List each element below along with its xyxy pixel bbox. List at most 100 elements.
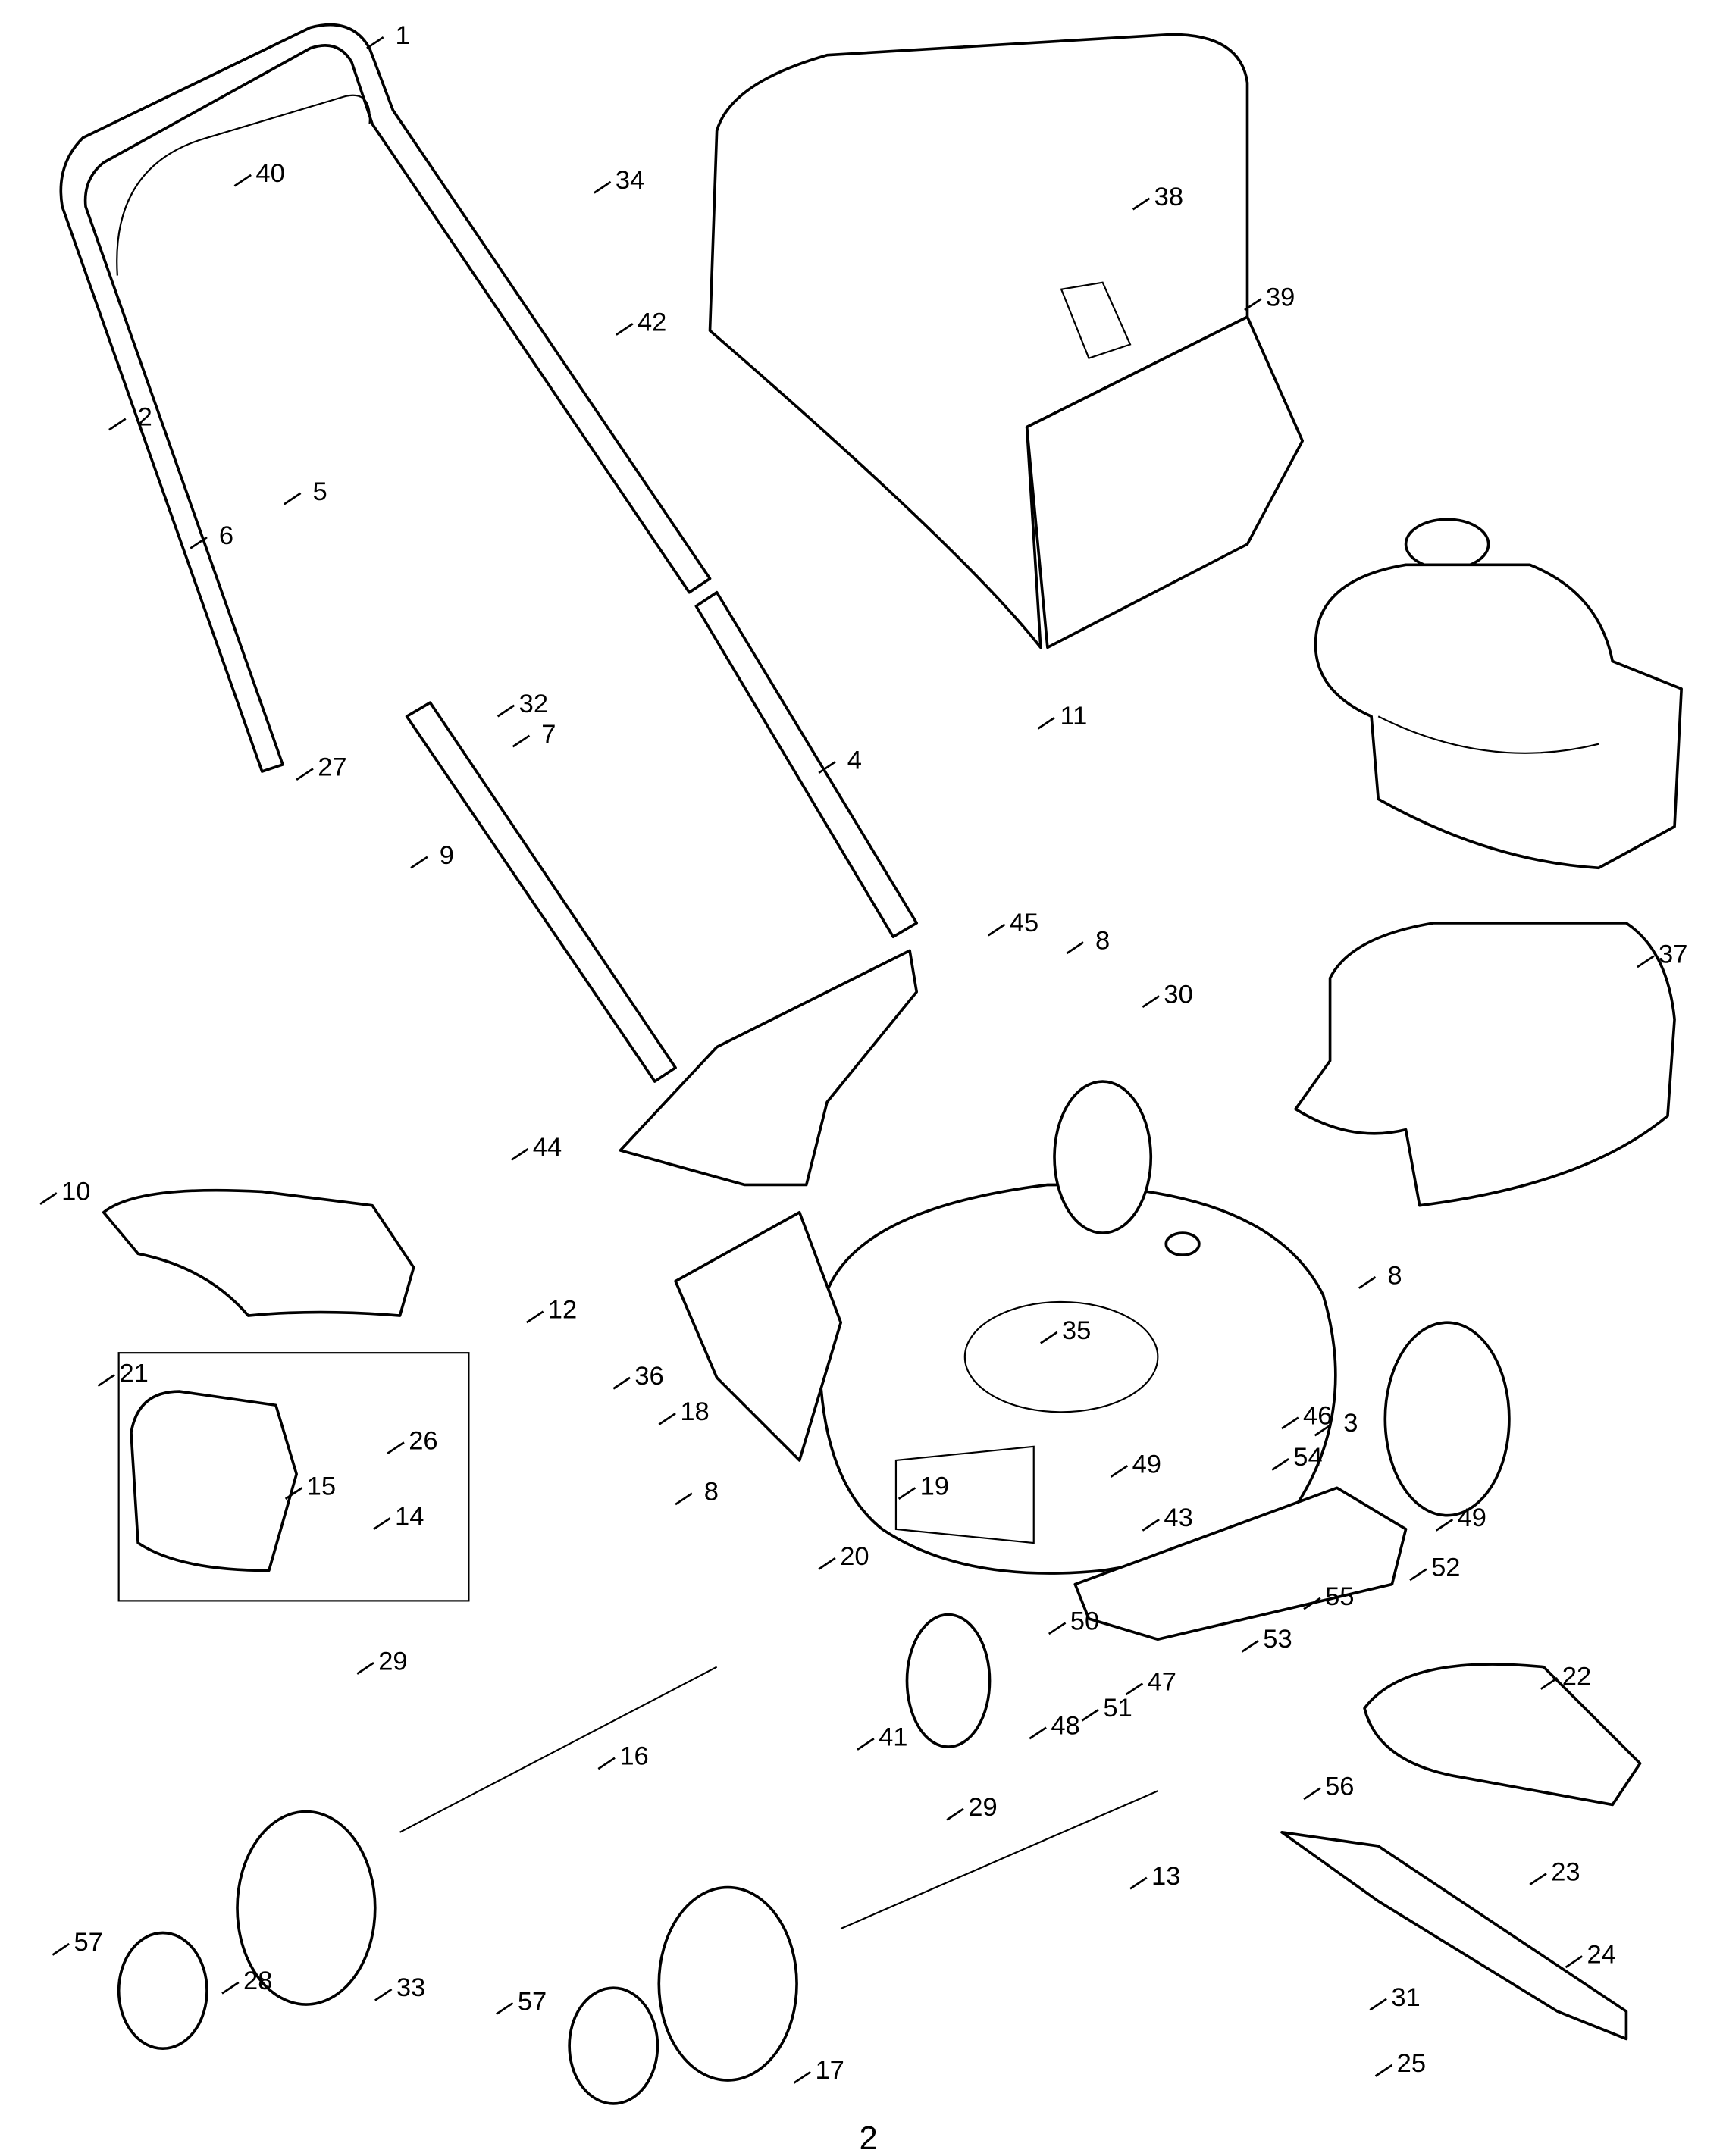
part-callout: 33	[396, 1973, 425, 2002]
leader-line	[1314, 1423, 1333, 1437]
leader-line	[1040, 1331, 1058, 1344]
leader-line	[594, 180, 612, 194]
leader-line	[366, 36, 384, 49]
front-wheel	[236, 1810, 377, 2006]
part-callout: 55	[1325, 1582, 1354, 1611]
front-axle	[399, 1666, 718, 1833]
leader-line	[221, 1981, 240, 1995]
side-discharge-chute	[102, 1188, 415, 1317]
part-callout: 46	[1303, 1402, 1332, 1431]
leader-line	[1037, 716, 1055, 730]
part-callout: 53	[1263, 1625, 1292, 1654]
part-callout: 23	[1551, 1857, 1580, 1886]
leader-line	[512, 734, 531, 748]
part-callout: 49	[1132, 1450, 1161, 1479]
leader-line	[284, 492, 302, 505]
leader-line	[525, 1310, 544, 1324]
leader-line	[284, 1487, 303, 1500]
part-callout: 31	[1391, 1983, 1420, 2012]
drive-wheel-cap	[905, 1613, 992, 1748]
engine	[1314, 518, 1683, 870]
part-callout: 12	[548, 1296, 577, 1325]
leader-line	[597, 1757, 616, 1770]
part-callout: 52	[1431, 1554, 1460, 1582]
part-callout: 49	[1458, 1504, 1486, 1532]
blade	[1280, 1830, 1628, 2041]
part-callout: 41	[879, 1723, 907, 1751]
leader-line	[1303, 1787, 1321, 1801]
part-callout: 38	[1154, 183, 1183, 211]
part-callout: 56	[1325, 1773, 1354, 1801]
part-callout: 57	[74, 1928, 102, 1957]
part-callout: 14	[395, 1502, 424, 1531]
part-callout: 8	[1095, 927, 1110, 956]
leader-line	[1303, 1597, 1321, 1610]
part-callout: 39	[1266, 283, 1295, 312]
part-callout: 13	[1151, 1862, 1180, 1891]
leader-line	[818, 1557, 836, 1570]
part-callout: 47	[1148, 1668, 1176, 1697]
leader-line	[1142, 1518, 1160, 1532]
leader-line	[1374, 2064, 1393, 2077]
leader-line	[1142, 995, 1160, 1009]
part-callout: 42	[638, 308, 666, 336]
part-callout: 8	[1387, 1261, 1402, 1290]
part-callout: 43	[1164, 1504, 1192, 1532]
leader-line	[233, 174, 252, 187]
leader-line	[1565, 1955, 1584, 1969]
part-callout: 4	[847, 746, 862, 774]
leader-line	[1637, 955, 1655, 968]
part-callout: 22	[1562, 1662, 1591, 1691]
leader-line	[356, 1662, 374, 1675]
leader-line	[52, 1942, 70, 1956]
leader-line	[373, 1517, 391, 1530]
leader-line	[946, 1807, 964, 1821]
part-callout: 28	[243, 1967, 272, 1995]
leader-line	[1066, 941, 1084, 955]
leader-line	[658, 1413, 676, 1425]
leader-line	[1281, 1416, 1299, 1430]
part-callout: 7	[541, 720, 556, 749]
part-callout: 21	[119, 1359, 148, 1388]
leader-line	[410, 856, 428, 869]
part-callout: 32	[519, 690, 548, 718]
part-callout: 24	[1587, 1940, 1616, 1969]
part-callout: 36	[634, 1362, 663, 1391]
leader-line	[1435, 1518, 1454, 1532]
hubcap	[117, 1931, 208, 2051]
leader-line	[1271, 1458, 1289, 1471]
rear-flap	[619, 949, 919, 1187]
part-callout: 19	[920, 1472, 949, 1500]
part-callout: 44	[533, 1133, 562, 1162]
leader-line	[39, 1192, 58, 1205]
part-callout: 35	[1062, 1316, 1091, 1345]
part-callout: 1	[396, 21, 410, 50]
lower-handle	[405, 590, 919, 1083]
leader-line	[1409, 1568, 1427, 1582]
leader-line	[1529, 1873, 1547, 1886]
part-callout: 51	[1103, 1694, 1132, 1723]
part-callout: 54	[1293, 1443, 1322, 1472]
leader-line	[1110, 1465, 1129, 1478]
leader-line	[190, 536, 208, 549]
part-callout: 40	[255, 159, 284, 188]
part-callout: 26	[409, 1426, 437, 1455]
part-callout: 10	[61, 1177, 90, 1206]
part-callout: 5	[312, 477, 327, 506]
part-callout: 6	[219, 521, 233, 550]
rear-wheel	[1383, 1321, 1511, 1517]
hubcap	[568, 1986, 659, 2105]
leader-line	[1132, 197, 1151, 211]
leader-line	[675, 1492, 693, 1506]
rear-wheel	[1053, 1080, 1153, 1234]
blade-adapter	[1363, 1663, 1642, 1807]
part-callout: 34	[616, 166, 644, 195]
leader-line	[1244, 298, 1262, 311]
part-callout: 29	[968, 1793, 997, 1822]
part-callout: 29	[378, 1647, 407, 1676]
grass-bag	[708, 33, 1305, 649]
part-callout: 11	[1060, 702, 1088, 731]
leader-line	[1358, 1276, 1377, 1289]
